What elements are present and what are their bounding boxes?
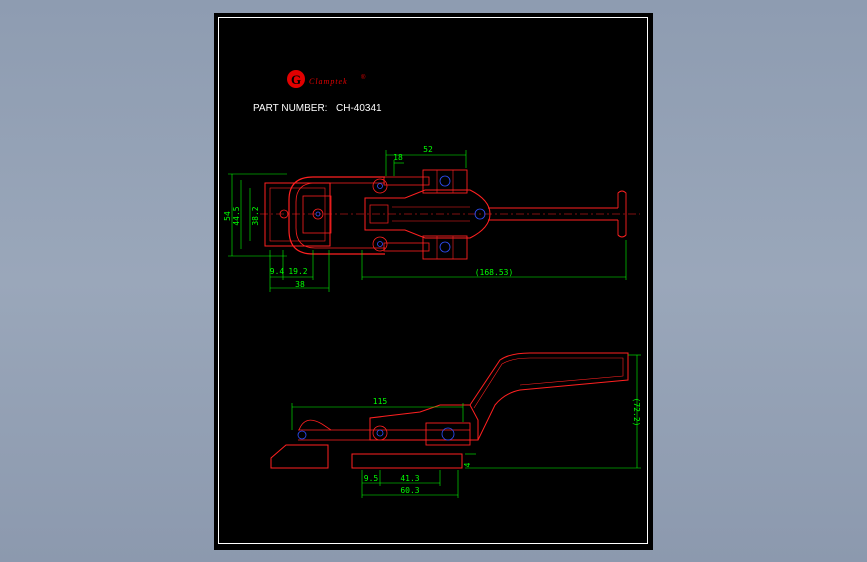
side-handle-outline [469, 352, 629, 441]
handle-end-outline [617, 190, 627, 238]
dim-9-5: 9.5 [364, 474, 379, 483]
sheet-border [218, 17, 648, 544]
dim-19-2: 19.2 [288, 267, 307, 276]
side-view: 115 (72.2) 4 9.5 41.3 60.3 [270, 352, 641, 498]
dim-18: 18 [393, 153, 403, 162]
dim-52: 52 [423, 145, 433, 154]
dim-4: 4 [463, 462, 472, 467]
catch-base-outline [270, 444, 329, 469]
base-plate-outline [264, 182, 331, 247]
dim-60-3: 60.3 [400, 486, 419, 495]
clamp-body-outline [364, 189, 491, 239]
part-number-label: PART NUMBER: [253, 103, 327, 114]
dim-9-4: 9.4 [270, 267, 285, 276]
u-hook-outline [288, 176, 385, 255]
logo-circle-icon [287, 70, 305, 88]
dim-168-53: (168.53) [475, 268, 514, 277]
dim-54: 54 [223, 211, 232, 221]
logo-letter: G [291, 72, 301, 87]
dim-115: 115 [373, 397, 388, 406]
top-view: 52 18 54 44.5 38.2 9.4 19.2 38 (168.53) [223, 145, 640, 292]
dim-41-3: 41.3 [400, 474, 419, 483]
dim-72-2: (72.2) [632, 398, 641, 427]
nut-top-outline [422, 169, 468, 194]
pivot-hole-icon [377, 183, 383, 189]
side-pivot-hole-icon [376, 429, 384, 437]
dim-38: 38 [295, 280, 305, 289]
drawing-sheet [214, 13, 653, 550]
logo-trademark: ® [361, 74, 366, 81]
part-number-value: CH-40341 [336, 103, 382, 114]
clamp-base-outline [351, 453, 463, 469]
side-body-outline [369, 404, 479, 441]
dim-38-2: 38.2 [251, 206, 260, 225]
nut-bottom-outline [422, 235, 468, 260]
clamptek-logo: G Clamptek ® [287, 70, 366, 88]
dim-44-5: 44.5 [232, 206, 241, 225]
logo-brand: Clamptek [309, 77, 348, 86]
